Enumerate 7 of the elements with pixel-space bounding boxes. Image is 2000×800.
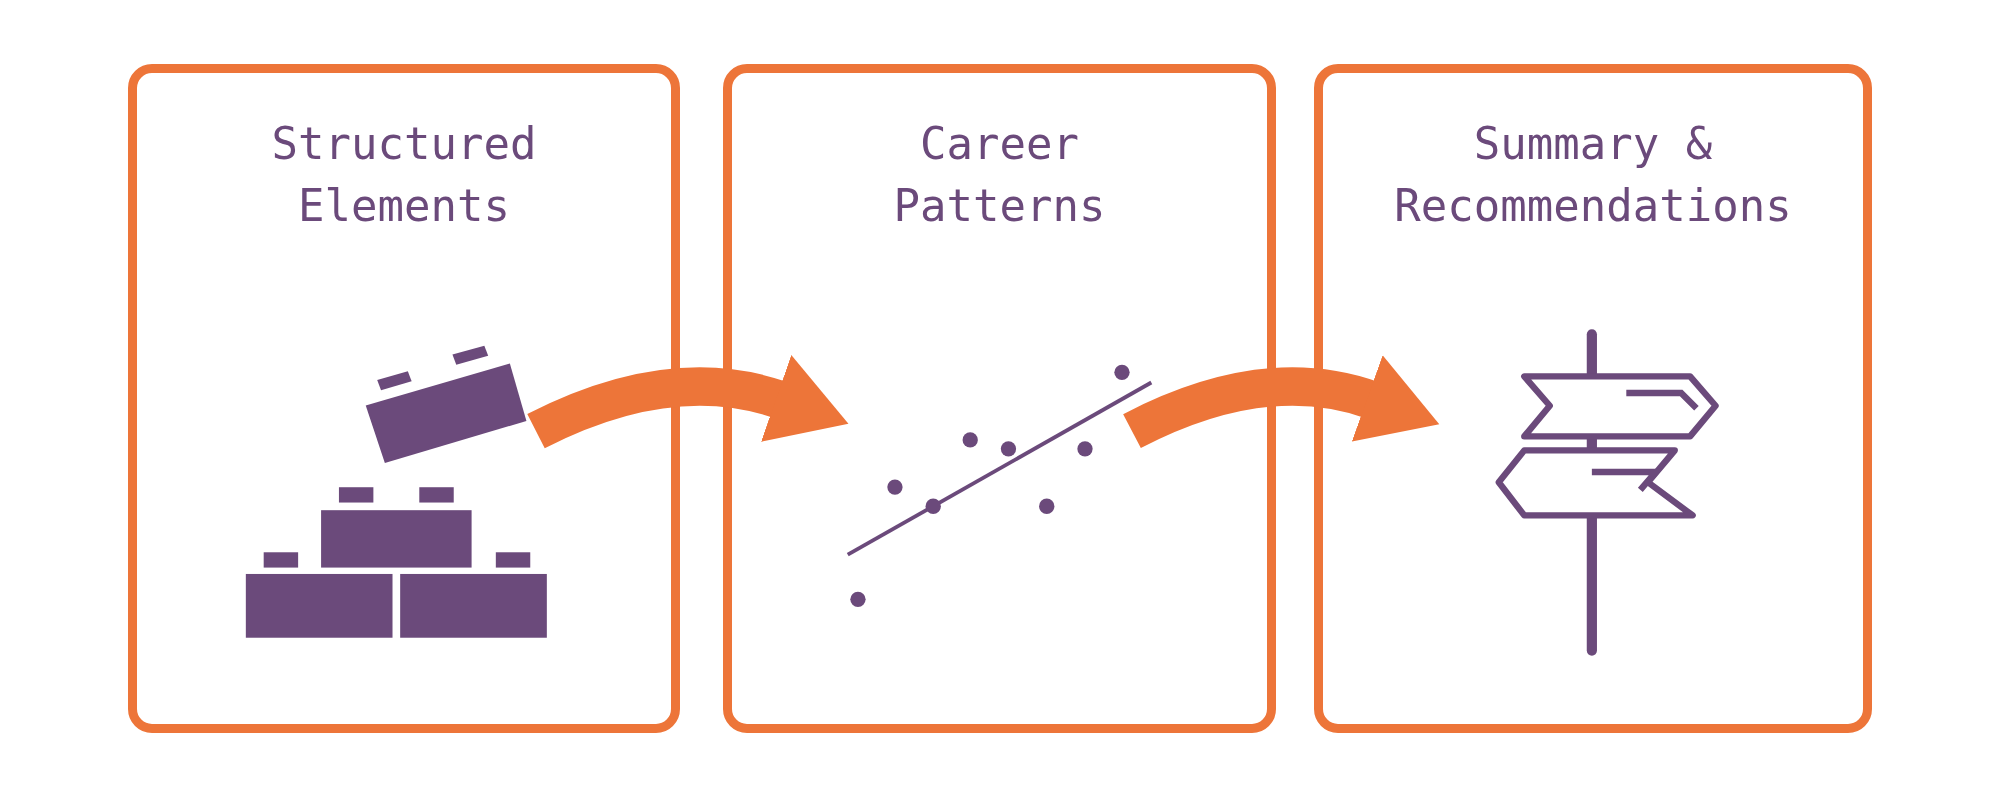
panel-card — [723, 64, 1276, 733]
panel-title: Summary & Recommendations — [1393, 117, 1793, 233]
panel-card — [128, 64, 680, 733]
arrow — [527, 354, 850, 449]
panel-card — [1314, 64, 1872, 733]
panel-title: Structured Elements — [270, 117, 538, 233]
panel-title: Career Patterns — [892, 117, 1107, 233]
